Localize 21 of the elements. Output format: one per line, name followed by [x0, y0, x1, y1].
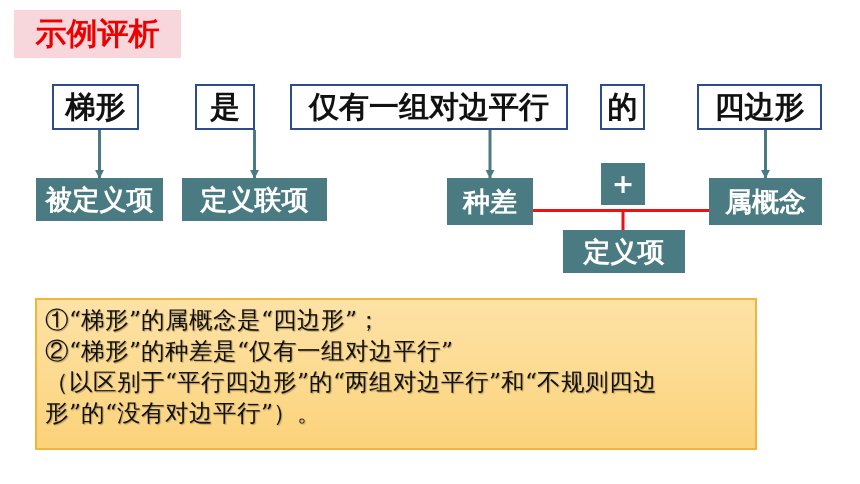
- term-box: 是: [195, 84, 255, 130]
- term-box: 的: [600, 84, 645, 130]
- title-banner: 示例评析: [14, 10, 181, 58]
- term-box: 四边形: [697, 84, 822, 130]
- label-box: 种差: [447, 178, 533, 225]
- label-box: 定义联项: [182, 178, 327, 221]
- term-box: 梯形: [52, 84, 139, 130]
- label-box: 被定义项: [36, 178, 163, 221]
- arrow: [486, 130, 494, 179]
- note-text: （以区别于“平行四边形”的“两组对边平行”和“不规则四边形”的“没有对边平行”）。: [45, 367, 658, 429]
- term-box: 仅有一组对边平行: [290, 84, 568, 130]
- note-text: ②“梯形”的种差是“仅有一组对边平行”: [45, 336, 454, 367]
- label-box: 定义项: [563, 230, 685, 273]
- connector-line: [622, 209, 709, 230]
- note-text: ①“梯形”的属概念是“四边形”；: [45, 305, 382, 336]
- note-box: [35, 298, 757, 450]
- label-box: 属概念: [709, 178, 822, 225]
- label-box: +: [601, 163, 645, 205]
- arrow: [95, 130, 104, 179]
- arrow: [250, 130, 259, 179]
- arrow: [761, 130, 770, 179]
